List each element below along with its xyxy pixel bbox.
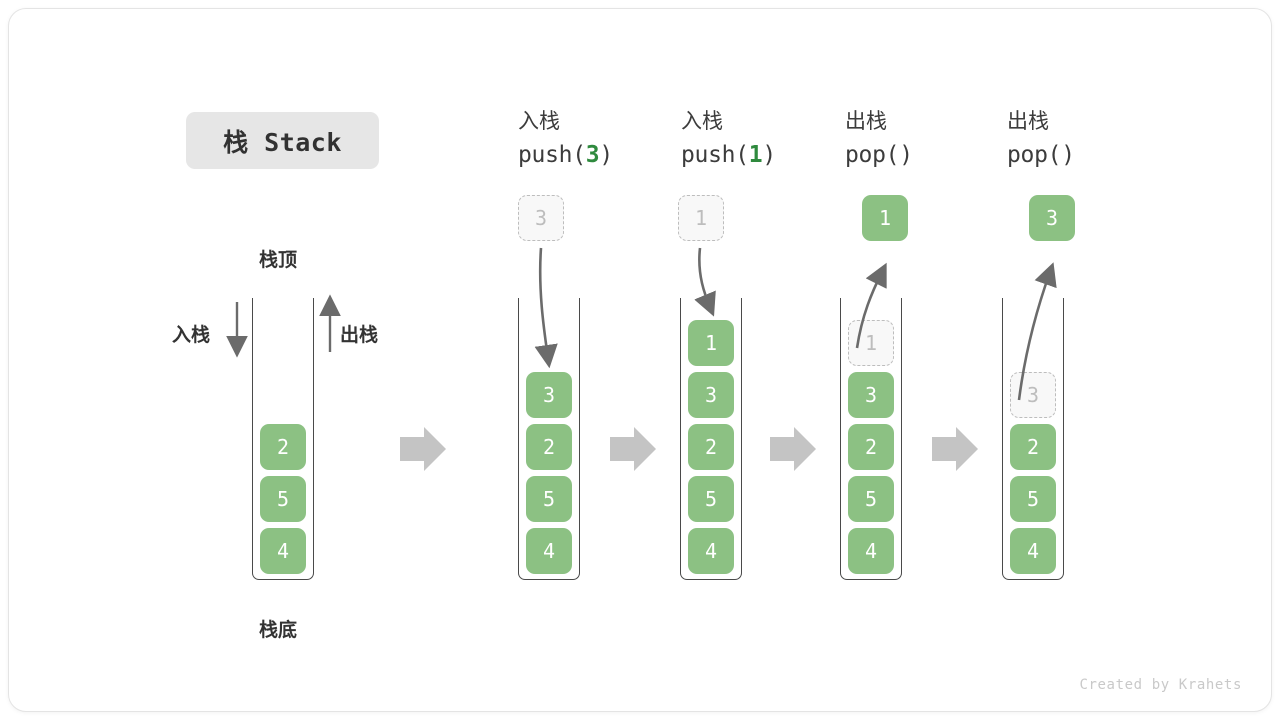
stack-cell: 4	[848, 528, 894, 574]
stack-cell: 3	[848, 372, 894, 418]
stack-cell: 5	[526, 476, 572, 522]
stack-cell: 2	[1010, 424, 1056, 470]
code-suffix: )	[762, 141, 776, 168]
external-cell-push-1: 1	[678, 195, 724, 241]
stack-cell: 1	[848, 320, 894, 366]
stack-bottom-label: 栈底	[259, 620, 298, 641]
stack-cell: 2	[526, 424, 572, 470]
stack-cell: 2	[848, 424, 894, 470]
column-header-code: push(1)	[681, 138, 851, 173]
title-badge: 栈 Stack	[186, 112, 379, 169]
code-suffix: )	[899, 141, 913, 168]
stack-container-push-1	[680, 298, 742, 580]
column-header-pop-1: 出栈 pop()	[845, 106, 1015, 173]
stack-cell: 1	[688, 320, 734, 366]
column-header-push-3: 入栈 push(3)	[518, 106, 688, 173]
code-prefix: pop(	[845, 141, 900, 168]
code-number: 3	[585, 141, 600, 168]
stack-cell: 4	[688, 528, 734, 574]
code-number: 1	[748, 141, 763, 168]
push-side-label: 入栈	[172, 325, 211, 346]
stack-container-initial	[252, 298, 314, 580]
stack-top-label: 栈顶	[259, 250, 298, 271]
stack-cell: 2	[688, 424, 734, 470]
footer-credit: Created by Krahets	[1079, 677, 1242, 693]
stack-cell: 4	[1010, 528, 1056, 574]
column-header-cn: 出栈	[1007, 110, 1049, 133]
stack-cell: 3	[1010, 372, 1056, 418]
column-header-code: push(3)	[518, 138, 688, 173]
stack-cell: 5	[1010, 476, 1056, 522]
stack-cell: 2	[260, 424, 306, 470]
code-prefix: push(	[518, 141, 586, 168]
column-header-push-1: 入栈 push(1)	[681, 106, 851, 173]
stack-cell: 4	[260, 528, 306, 574]
code-suffix: )	[1061, 141, 1075, 168]
stack-cell: 5	[688, 476, 734, 522]
external-cell-push-3: 3	[518, 195, 564, 241]
stack-cell: 3	[688, 372, 734, 418]
code-suffix: )	[599, 141, 613, 168]
column-header-cn: 入栈	[681, 110, 723, 133]
stack-cell: 5	[848, 476, 894, 522]
column-header-pop-3: 出栈 pop()	[1007, 106, 1177, 173]
stack-cell: 5	[260, 476, 306, 522]
column-header-code: pop()	[845, 138, 1015, 173]
code-prefix: pop(	[1007, 141, 1062, 168]
pop-side-label: 出栈	[340, 325, 379, 346]
stack-cell: 3	[526, 372, 572, 418]
stack-container-pop-3	[1002, 298, 1064, 580]
column-header-code: pop()	[1007, 138, 1177, 173]
stack-cell: 4	[526, 528, 572, 574]
column-header-cn: 出栈	[845, 110, 887, 133]
column-header-cn: 入栈	[518, 110, 560, 133]
code-prefix: push(	[681, 141, 749, 168]
stack-container-pop-1	[840, 298, 902, 580]
external-cell-pop-1: 1	[862, 195, 908, 241]
external-cell-pop-3: 3	[1029, 195, 1075, 241]
stack-container-push-3	[518, 298, 580, 580]
